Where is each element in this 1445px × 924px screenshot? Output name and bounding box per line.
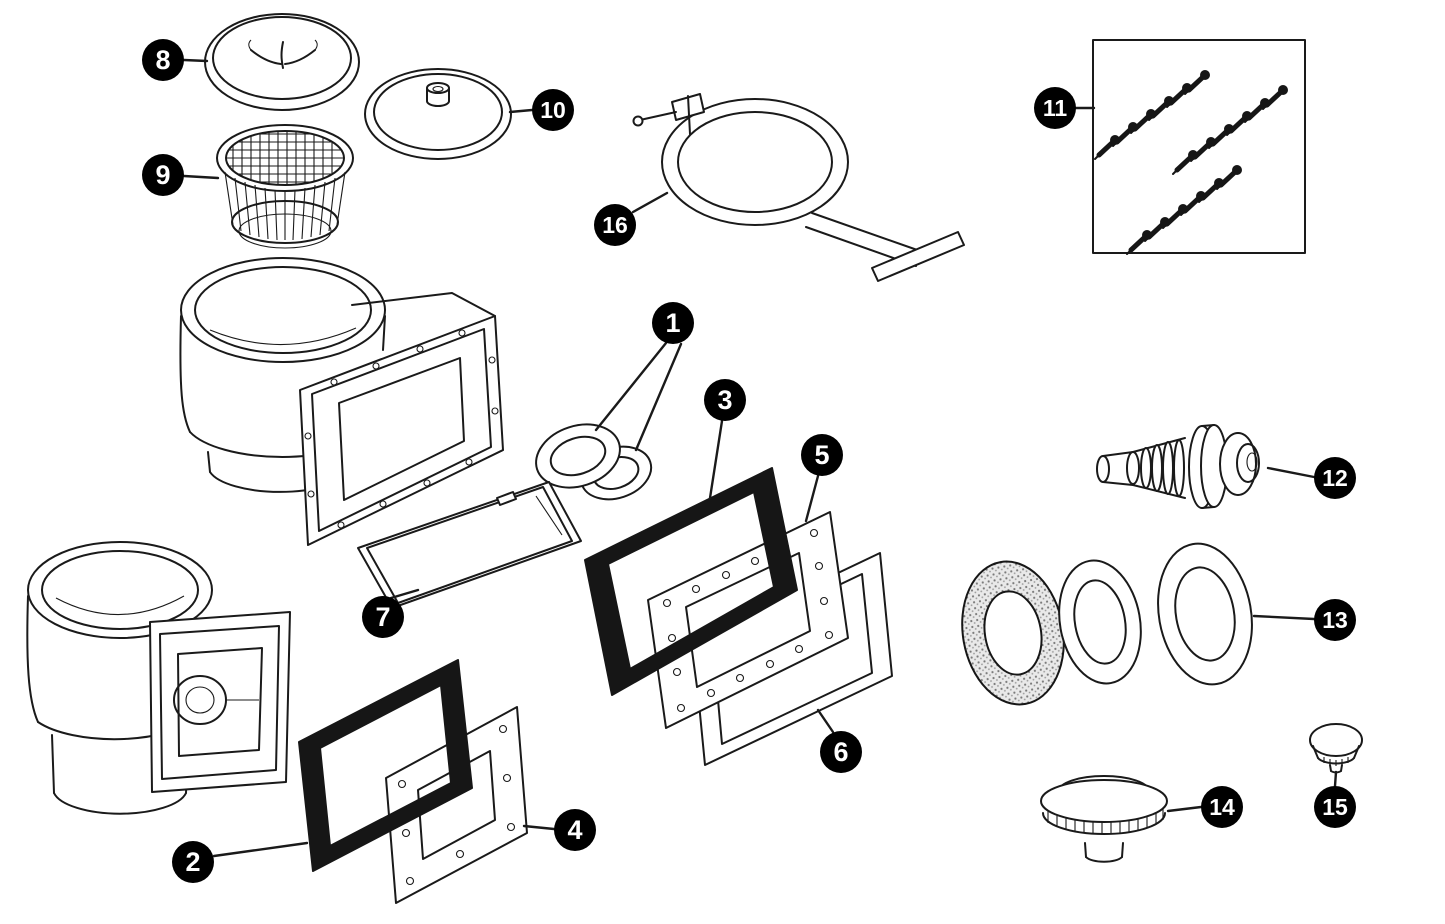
part-frame-lower-dark	[298, 659, 473, 872]
callout-14: 14	[1166, 786, 1243, 828]
svg-text:5: 5	[814, 440, 829, 470]
svg-text:10: 10	[540, 97, 566, 123]
callout-3: 3	[704, 379, 746, 500]
callout-16: 16	[594, 191, 669, 246]
callout-12: 12	[1266, 457, 1356, 499]
svg-text:2: 2	[185, 847, 200, 877]
part-faceplate	[647, 511, 849, 729]
part-weir-plate	[357, 481, 582, 609]
callout-9: 9	[142, 154, 220, 196]
callout-8: 8	[142, 39, 209, 81]
callout-10: 10	[508, 89, 574, 131]
part-washer-set	[961, 542, 1253, 706]
part-lid-knob	[364, 68, 512, 160]
part-screw-set	[1092, 39, 1306, 254]
svg-text:9: 9	[155, 160, 170, 190]
svg-text:7: 7	[375, 602, 390, 632]
part-return-fitting	[1096, 424, 1260, 509]
svg-text:15: 15	[1322, 794, 1348, 820]
callout-13: 13	[1252, 599, 1356, 641]
svg-text:1: 1	[665, 308, 680, 338]
callout-6: 6	[816, 708, 862, 773]
part-clamp-ring	[632, 93, 965, 282]
part-basket	[216, 124, 354, 249]
svg-text:6: 6	[833, 737, 848, 767]
part-lid-logo	[204, 13, 360, 111]
callout-7: 7	[362, 588, 420, 638]
svg-text:8: 8	[155, 45, 170, 75]
callout-4: 4	[522, 809, 596, 851]
skimmer-body-upper	[179, 257, 504, 546]
part-gasket-rings	[535, 423, 653, 501]
svg-text:4: 4	[567, 815, 582, 845]
svg-text:13: 13	[1322, 607, 1348, 633]
svg-text:14: 14	[1209, 794, 1235, 820]
part-collar-nut	[1040, 775, 1168, 863]
svg-text:16: 16	[602, 212, 628, 238]
callout-2: 2	[172, 841, 309, 883]
callout-15: 15	[1314, 770, 1356, 828]
skimmer-body-lower	[26, 541, 291, 815]
callout-11: 11	[1034, 87, 1096, 129]
svg-text:12: 12	[1322, 465, 1348, 491]
svg-text:3: 3	[717, 385, 732, 415]
part-gasket-plate	[385, 706, 528, 904]
part-drain-plug	[1309, 723, 1363, 774]
svg-text:11: 11	[1043, 95, 1068, 121]
callout-1: 1	[594, 302, 694, 452]
callout-5: 5	[801, 434, 843, 523]
